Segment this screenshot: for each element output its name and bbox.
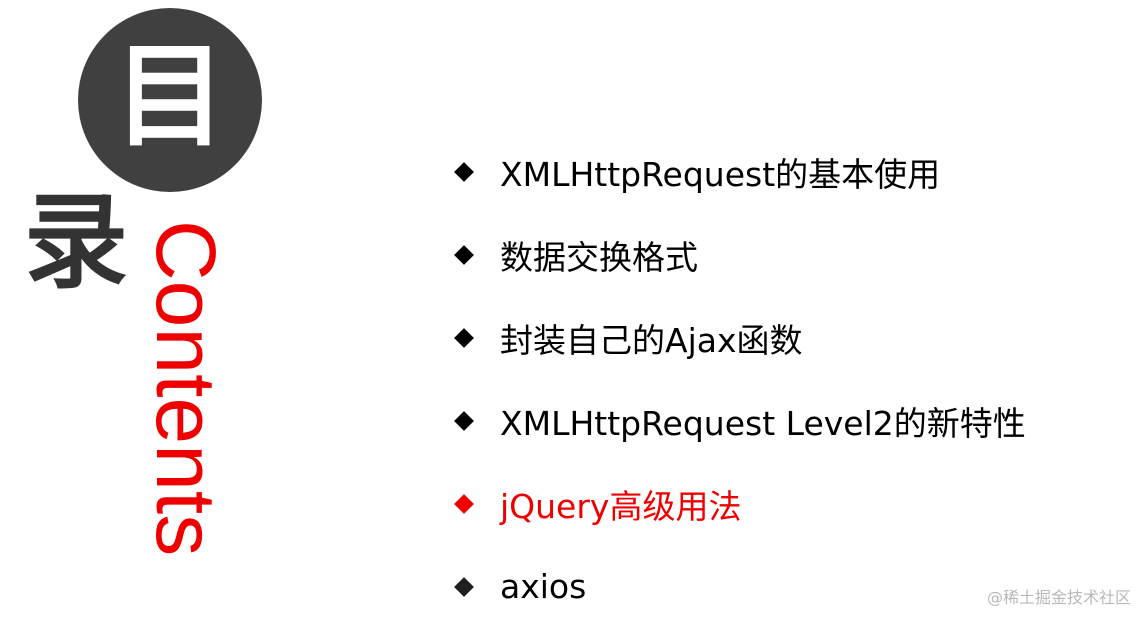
diamond-bullet-icon [454,162,474,182]
toc-item: axios [450,545,1026,628]
toc-item-label: 数据交换格式 [500,237,698,277]
toc-item-label: 封装自己的Ajax函数 [500,320,803,360]
contents-vertical-title: Contents [139,220,233,557]
diamond-bullet-icon [454,328,474,348]
diamond-bullet-icon [454,411,474,431]
toc-item: XMLHttpRequest Level2的新特性 [450,379,1026,462]
toc-item-label: axios [500,567,587,606]
toc-item-label: jQuery高级用法 [500,486,742,526]
title-char-main: 目 [114,32,226,162]
toc-item: XMLHttpRequest的基本使用 [450,130,1026,213]
watermark: @稀土掘金技术社区 [986,588,1131,607]
toc-item-active: jQuery高级用法 [450,462,1026,545]
toc-item-label: XMLHttpRequest的基本使用 [500,154,941,194]
toc-item-label: XMLHttpRequest Level2的新特性 [500,403,1026,443]
diamond-bullet-icon [454,577,474,597]
diamond-bullet-icon [454,494,474,514]
title-circle: 目 [78,8,262,192]
toc-item: 数据交换格式 [450,213,1026,296]
title-char-second: 录 [24,181,129,303]
diamond-bullet-icon [454,245,474,265]
toc-item: 封装自己的Ajax函数 [450,296,1026,379]
table-of-contents: XMLHttpRequest的基本使用 数据交换格式 封装自己的Ajax函数 X… [450,130,1026,628]
